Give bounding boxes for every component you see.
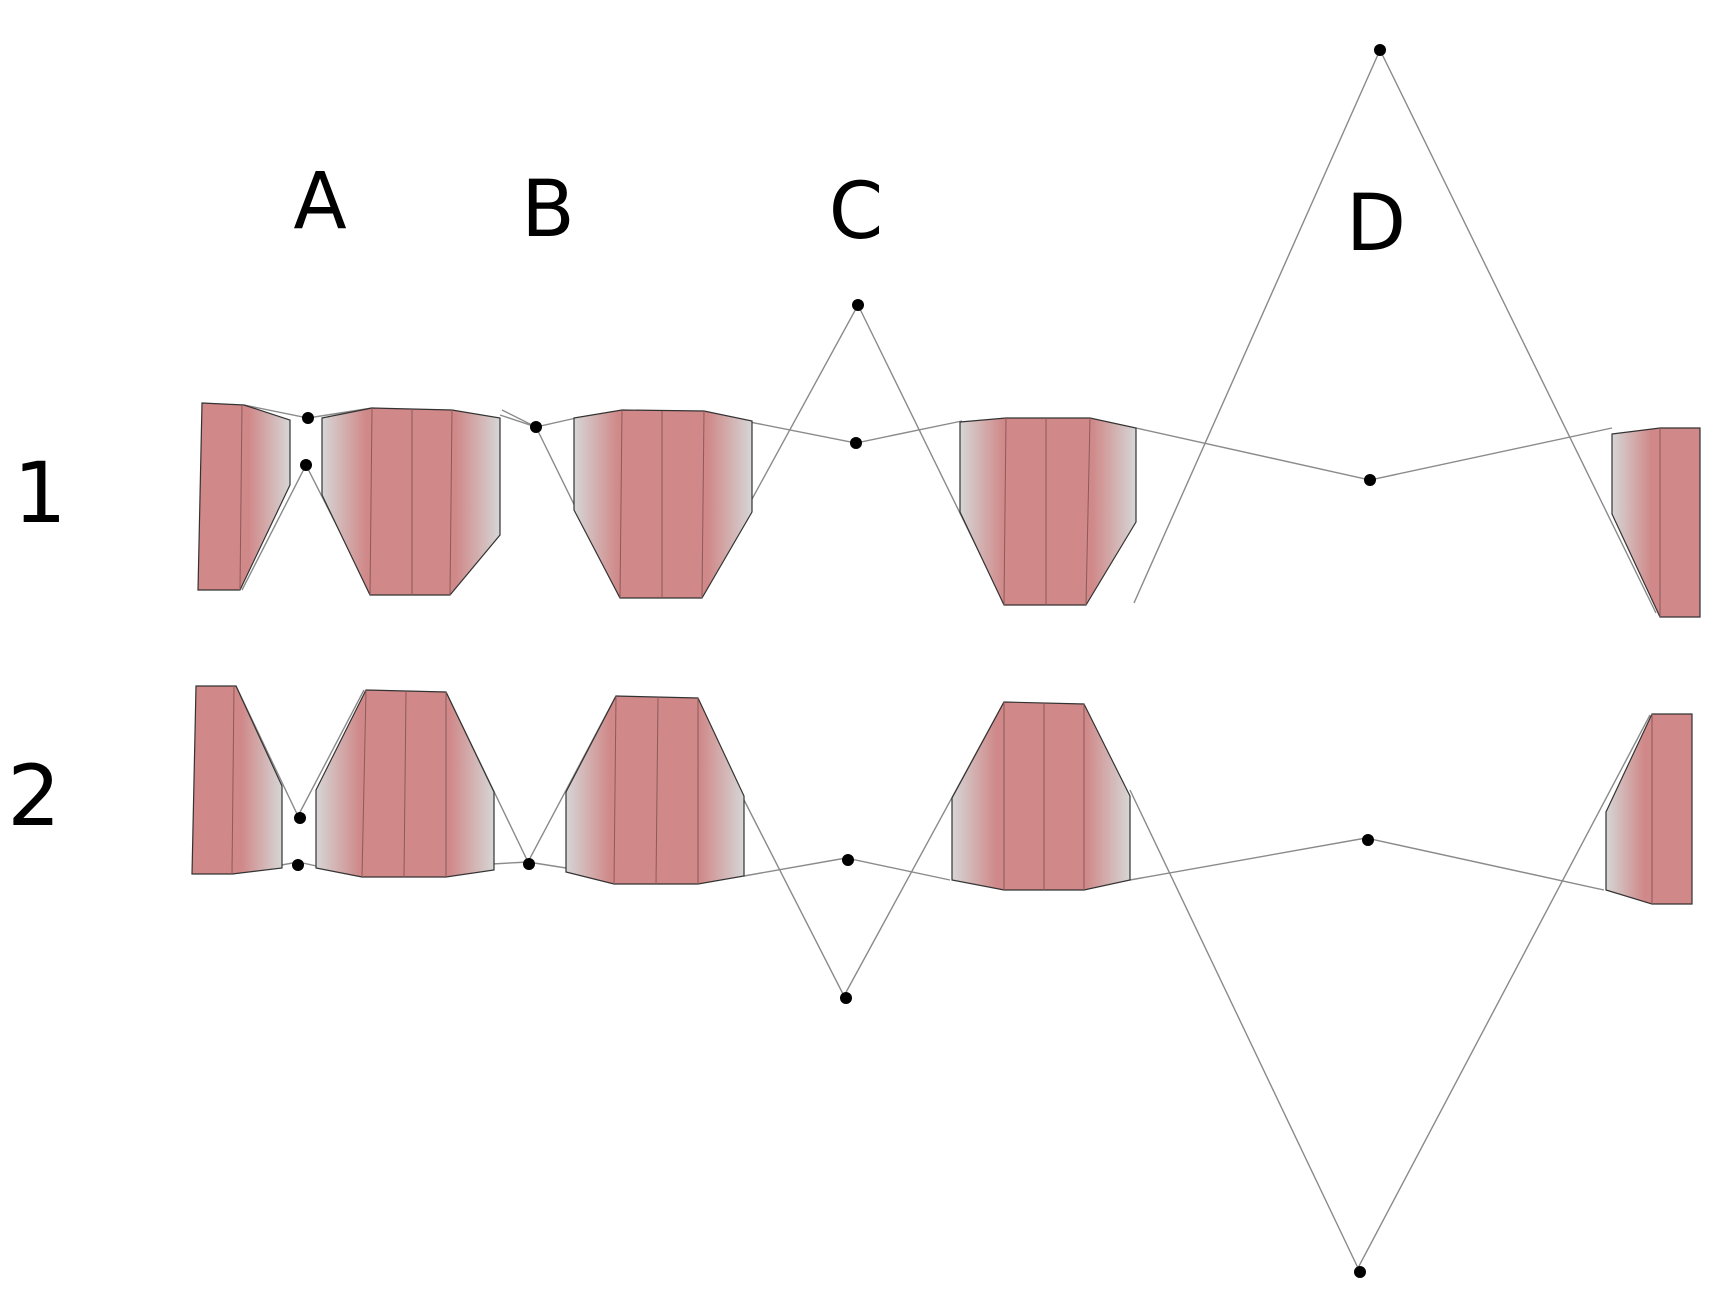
row-1-block-5 — [1611, 427, 1701, 618]
row-2-dot-b — [523, 858, 535, 870]
row-1-dot-c-bottom — [850, 437, 862, 449]
row-2-dot-c-bottom — [840, 992, 852, 1004]
column-label-a: A — [293, 157, 346, 247]
row-2-dots — [292, 812, 1374, 1278]
row-1-dot-b — [530, 421, 542, 433]
row-2-dot-a-bottom — [292, 859, 304, 871]
row-2-dot-d-top — [1362, 834, 1374, 846]
row-2-block-5 — [1605, 713, 1693, 905]
row-1-dot-a-top — [302, 412, 314, 424]
row-2-block-2 — [315, 689, 495, 878]
row-1-block-4 — [959, 417, 1137, 606]
row-1-dot-d-top — [1374, 44, 1386, 56]
row-1-block-2 — [321, 407, 501, 596]
row-2-dot-d-bottom — [1354, 1266, 1366, 1278]
column-label-c: C — [829, 167, 883, 257]
row-2-block-4 — [951, 701, 1131, 891]
row-label-1: 1 — [13, 444, 66, 542]
row-1-dot-c-top — [852, 299, 864, 311]
row-1-block-1 — [197, 402, 291, 591]
row-2-block-3 — [565, 695, 745, 885]
row-2-dot-a-top — [294, 812, 306, 824]
column-label-d: D — [1346, 179, 1406, 269]
row-1-dot-a-bottom — [300, 459, 312, 471]
row-1-dot-d-bottom — [1364, 474, 1376, 486]
row-2-dot-c-top — [842, 854, 854, 866]
row-1-strand — [197, 44, 1701, 618]
row-1-block-3 — [573, 409, 753, 599]
column-label-b: B — [521, 165, 575, 255]
row-2-strand — [191, 685, 1693, 1278]
row-2-block-1 — [191, 685, 283, 875]
row-label-2: 2 — [7, 747, 60, 845]
row-1-dots — [300, 44, 1386, 486]
